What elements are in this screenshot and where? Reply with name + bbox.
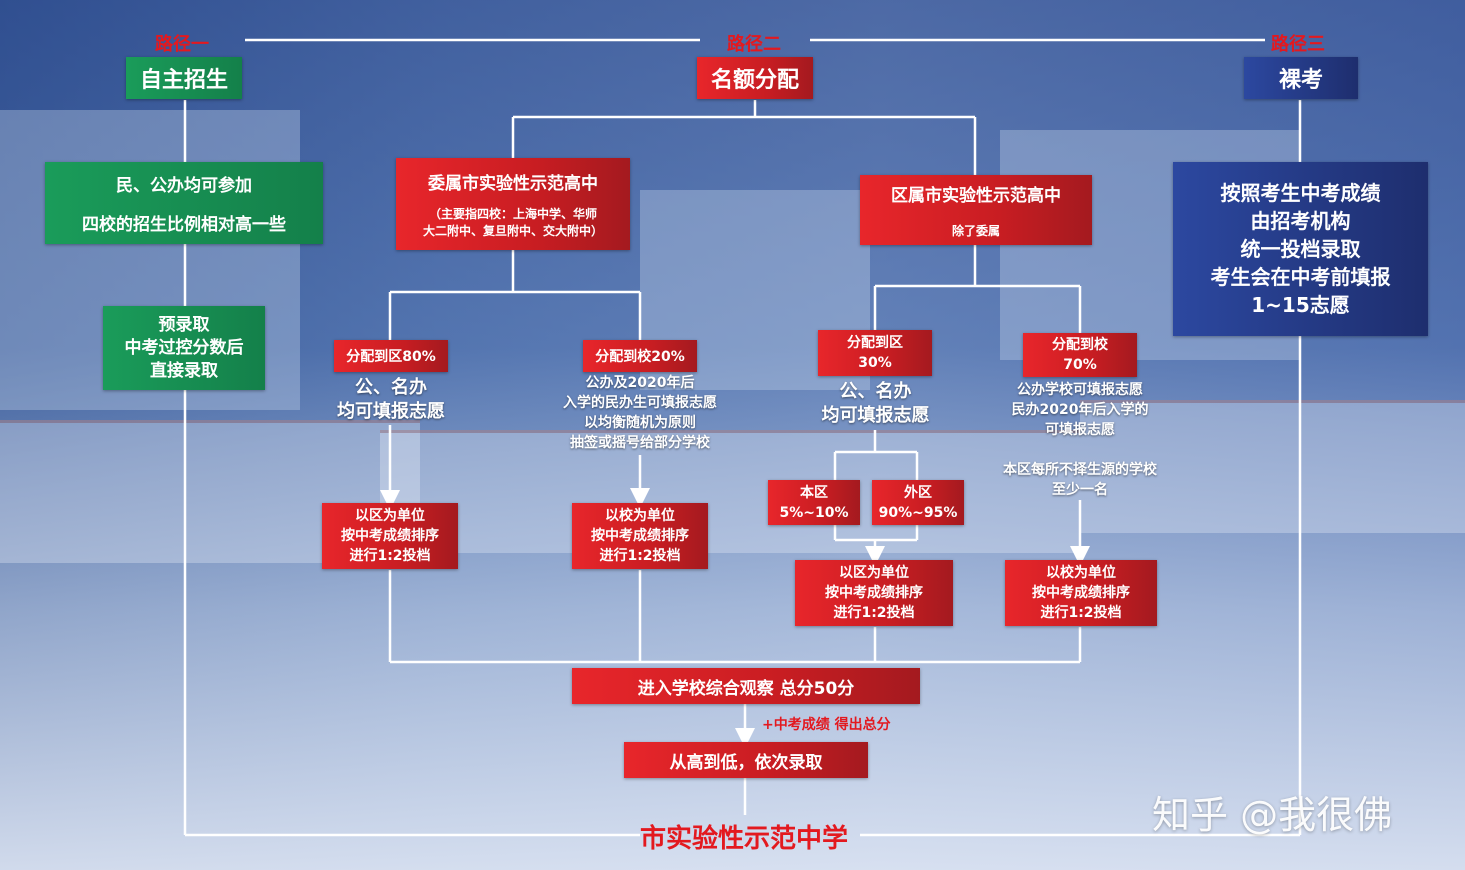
local-line: 本区 [800, 484, 828, 501]
route1-pre-line: 直接录取 [150, 360, 218, 381]
route3-info-box: 按照考生中考成绩 由招考机构 统一投档录取 考生会在中考前填报 1~15志愿 [1173, 162, 1428, 336]
alloc-school-70-line: 分配到校 [1052, 337, 1108, 353]
alloc-district-30-line: 30% [858, 355, 892, 371]
note-line: 至少一名 [1052, 482, 1108, 498]
route1-pre-admission-box: 预录取 中考过控分数后 直接录取 [103, 306, 265, 390]
alloc-district-30-badge: 分配到区 30% [818, 330, 932, 376]
note-80: 公、名办 均可填报志愿 [326, 376, 456, 424]
note-70-extra: 本区每所不择生源的学校 至少一名 [975, 460, 1185, 500]
route2-title: 名额分配 [697, 57, 813, 99]
city-school-sub: 大二附中、复旦附中、交大附中） [422, 223, 603, 238]
route1-pre-line: 中考过控分数后 [124, 337, 244, 358]
note-line: 以均衡随机为原则 [584, 415, 696, 431]
admit-box: 从高到低，依次录取 [624, 742, 868, 778]
outer-line: 90%~95% [878, 504, 958, 521]
city-school-sub: （主要指四校：上海中学、华师 [428, 206, 597, 221]
note-line: 入学的民办生可填报志愿 [563, 395, 717, 411]
plus-score-note: +中考成绩 得出总分 [762, 717, 891, 733]
city-school-box: 委属市实验性示范高中 （主要指四校：上海中学、华师 大二附中、复旦附中、交大附中… [396, 158, 630, 250]
alloc-district-30-line: 分配到区 [847, 335, 903, 351]
alloc-district-80-badge: 分配到区80% [334, 340, 448, 372]
outer-district-box: 外区 90%~95% [872, 480, 964, 525]
observe-box: 进入学校综合观察 总分50分 [572, 668, 920, 704]
unit-school-box-left: 以校为单位 按中考成绩排序 进行1:2投档 [572, 503, 708, 569]
local-district-box: 本区 5%~10% [768, 480, 860, 525]
alloc-school-20-badge: 分配到校20% [583, 340, 697, 372]
note-line: 公、名办 [839, 381, 912, 402]
unit-line: 进行1:2投档 [349, 548, 431, 564]
route1-info-box: 民、公办均可参加 四校的招生比例相对高一些 [45, 162, 323, 244]
unit-line: 进行1:2投档 [833, 605, 915, 621]
route1-info-line: 四校的招生比例相对高一些 [82, 215, 286, 235]
note-line: 公办及2020年后 [585, 375, 695, 391]
watermark: 知乎 @我很佛 [1152, 793, 1393, 837]
unit-district-box-left: 以区为单位 按中考成绩排序 进行1:2投档 [322, 503, 458, 569]
note-line: 民办2020年后入学的 [1011, 402, 1149, 418]
note-line: 可填报志愿 [1045, 422, 1115, 438]
note-line: 本区每所不择生源的学校 [1003, 462, 1157, 478]
unit-line: 按中考成绩排序 [591, 528, 689, 544]
unit-line: 按中考成绩排序 [341, 528, 439, 544]
unit-line: 按中考成绩排序 [1032, 585, 1130, 601]
unit-line: 以校为单位 [605, 508, 675, 524]
district-school-sub: 除了委属 [951, 224, 1000, 238]
final-destination: 市实验性示范中学 [640, 824, 849, 854]
note-20: 公办及2020年后 入学的民办生可填报志愿 以均衡随机为原则 抽签或摇号给部分学… [540, 373, 740, 453]
route3-line: 考生会在中考前填报 [1210, 265, 1391, 289]
outer-line: 外区 [904, 484, 932, 501]
route3-line: 按照考生中考成绩 [1220, 181, 1381, 205]
route3-line: 统一投档录取 [1240, 237, 1361, 261]
note-line: 抽签或摇号给部分学校 [570, 435, 710, 451]
city-school-title: 委属市实验性示范高中 [428, 173, 598, 194]
note-line: 均可填报志愿 [337, 401, 445, 422]
unit-line: 进行1:2投档 [1040, 605, 1122, 621]
background-desk [1080, 400, 1465, 533]
note-line: 均可填报志愿 [821, 405, 930, 426]
note-line: 公办学校可填报志愿 [1017, 382, 1143, 398]
district-school-title: 区属市实验性示范高中 [891, 186, 1061, 206]
route1-info-line: 民、公办均可参加 [116, 176, 252, 196]
unit-line: 按中考成绩排序 [825, 585, 923, 601]
unit-line: 以区为单位 [355, 508, 425, 524]
district-school-box: 区属市实验性示范高中 除了委属 [860, 175, 1092, 245]
alloc-school-70-badge: 分配到校 70% [1023, 333, 1137, 377]
unit-district-box-right: 以区为单位 按中考成绩排序 进行1:2投档 [795, 560, 953, 626]
route1-pre-line: 预录取 [158, 314, 210, 335]
local-line: 5%~10% [779, 504, 849, 521]
note-70: 公办学校可填报志愿 民办2020年后入学的 可填报志愿 [990, 380, 1170, 440]
unit-line: 进行1:2投档 [599, 548, 681, 564]
unit-line: 以区为单位 [839, 565, 909, 581]
route3-line: 1~15志愿 [1251, 293, 1350, 317]
route1-title: 自主招生 [126, 57, 242, 99]
route-label-three: 路径三 [1271, 34, 1325, 55]
unit-school-box-right: 以校为单位 按中考成绩排序 进行1:2投档 [1005, 560, 1157, 626]
note-30: 公、名办 均可填报志愿 [808, 380, 943, 428]
unit-line: 以校为单位 [1046, 565, 1116, 581]
alloc-school-70-line: 70% [1063, 357, 1097, 373]
route3-title: 裸考 [1244, 57, 1358, 99]
route3-line: 由招考机构 [1250, 209, 1351, 233]
route-label-two: 路径二 [727, 34, 781, 55]
route-label-one: 路径一 [155, 34, 209, 55]
note-line: 公、名办 [355, 377, 427, 398]
